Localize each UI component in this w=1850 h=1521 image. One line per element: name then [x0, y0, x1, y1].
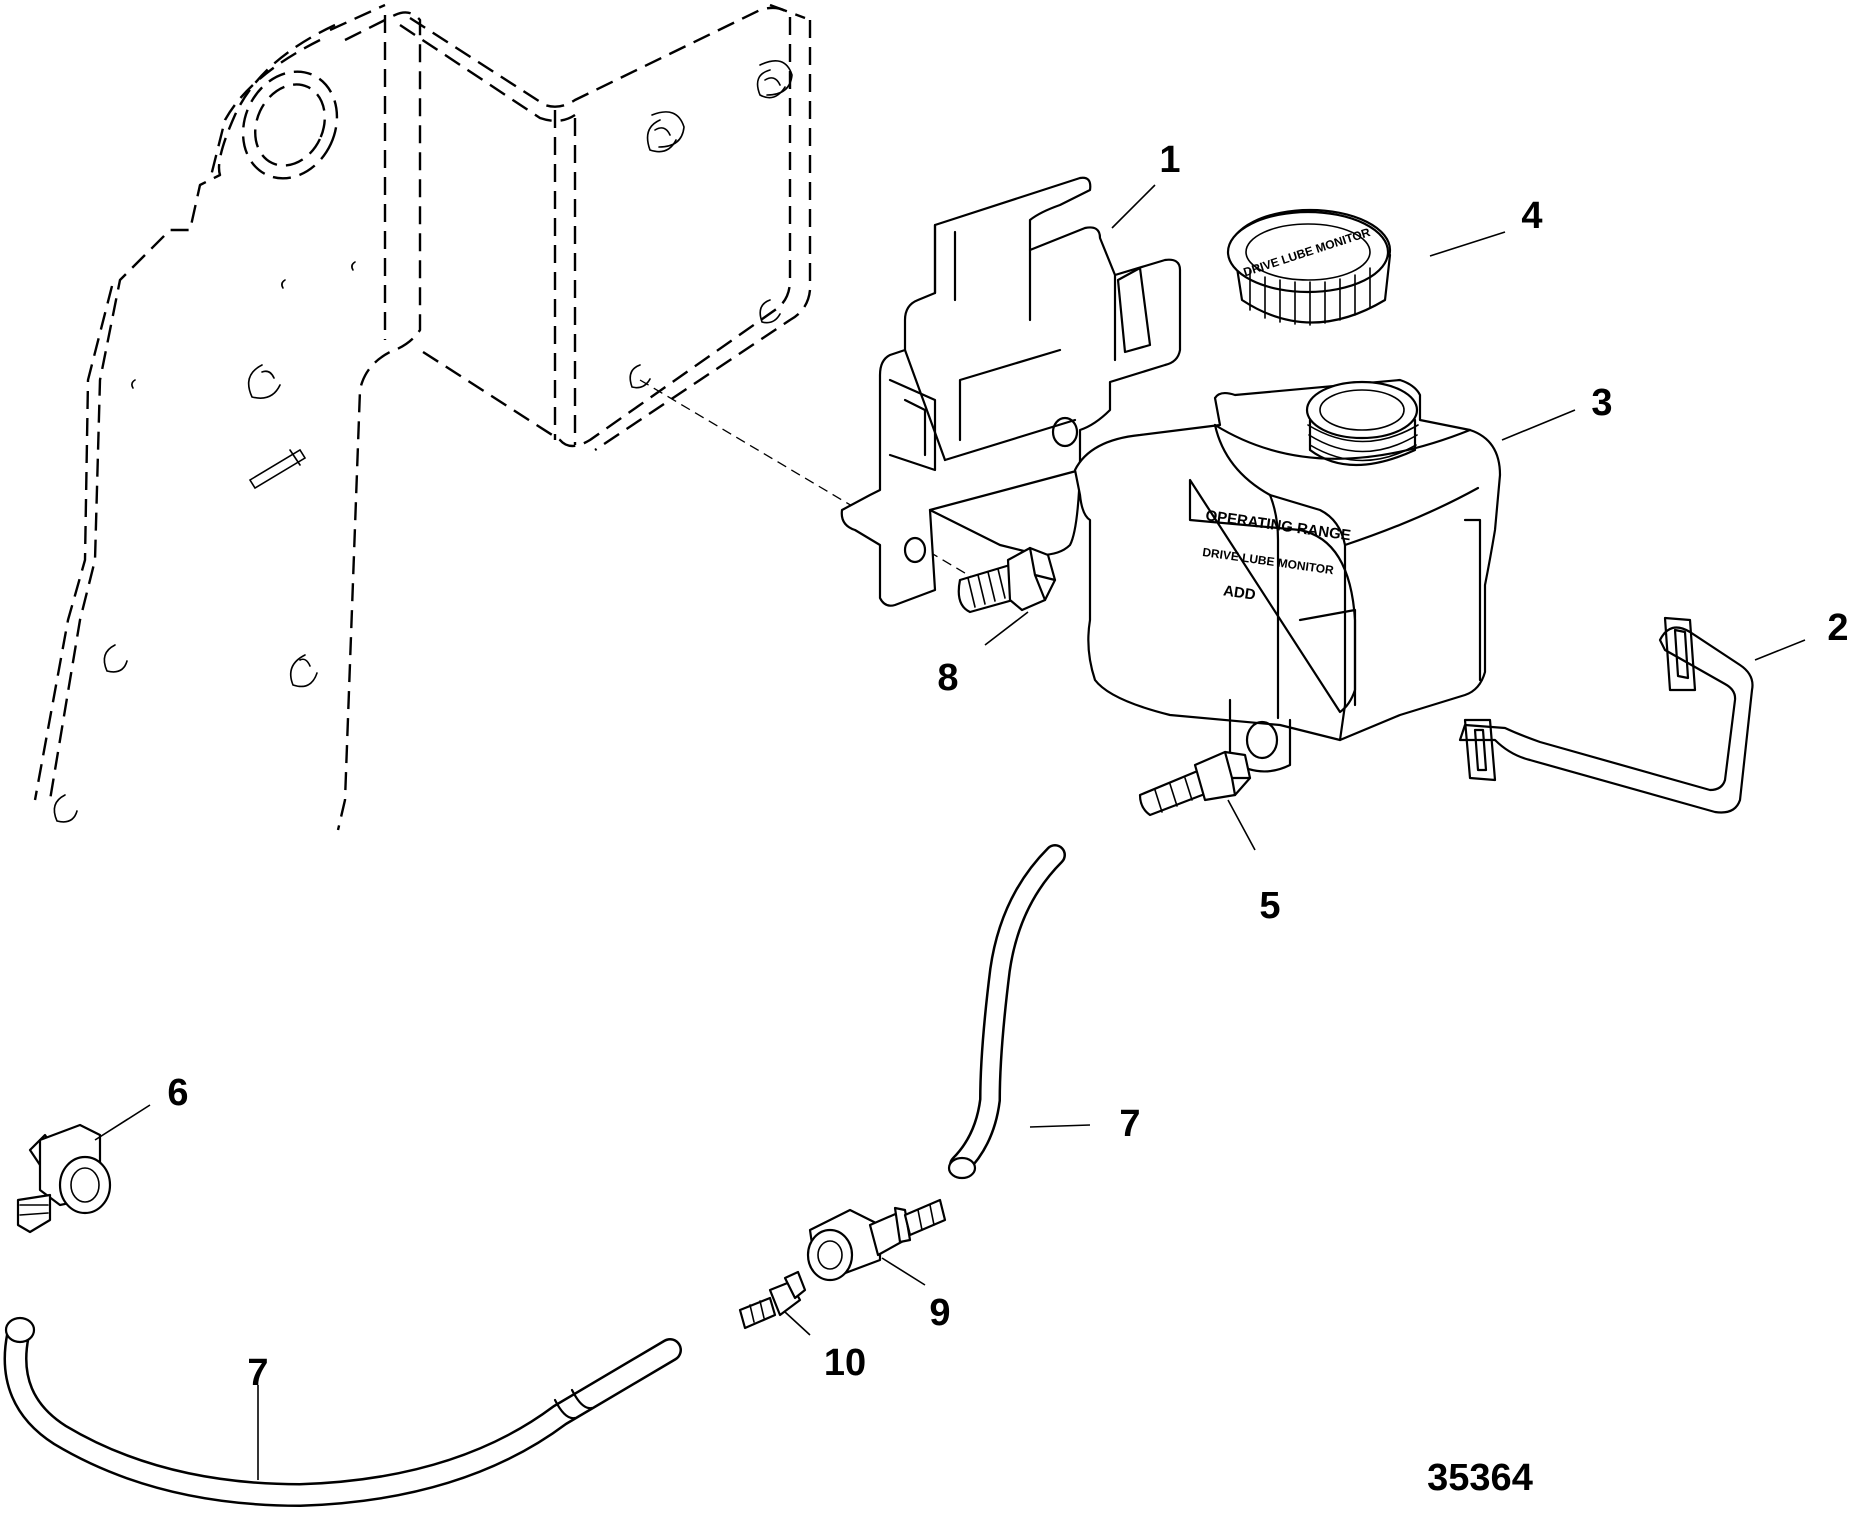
- callout-10: 10: [824, 1342, 866, 1384]
- callout-6: 6: [167, 1072, 188, 1114]
- callouts: 1 4 3 2 8 5 6 7 9 10 7: [167, 139, 1848, 1394]
- leader-lines: [94, 184, 1806, 1480]
- upper-hose: [947, 844, 1066, 1180]
- bolt: [957, 546, 1057, 614]
- reservoir-label-line-3: ADD: [1222, 582, 1257, 603]
- alignment-line: [639, 379, 986, 586]
- callout-8: 8: [937, 657, 958, 699]
- callout-7-lower: 7: [247, 1352, 268, 1394]
- callout-2: 2: [1827, 607, 1848, 649]
- lower-hose: [3, 1316, 682, 1508]
- fluid-reservoir: OPERATING RANGE DRIVE LUBE MONITOR ADD: [1073, 378, 1502, 773]
- figure-number: 35364: [1427, 1457, 1533, 1499]
- callout-4: 4: [1521, 195, 1542, 237]
- elbow-connector: [16, 1123, 112, 1234]
- hose-barb: [738, 1270, 807, 1330]
- engine-bracket-phantom: [33, 3, 812, 831]
- callout-7-upper: 7: [1119, 1103, 1140, 1145]
- reservoir-cap: DRIVE LUBE MONITOR: [1226, 208, 1392, 326]
- barbed-fitting: [1138, 750, 1252, 817]
- callout-5: 5: [1259, 885, 1280, 927]
- reservoir-strap: [1458, 616, 1754, 814]
- callout-3: 3: [1591, 382, 1612, 424]
- quick-connector: [806, 1198, 947, 1282]
- callout-9: 9: [929, 1292, 950, 1334]
- callout-1: 1: [1159, 139, 1180, 181]
